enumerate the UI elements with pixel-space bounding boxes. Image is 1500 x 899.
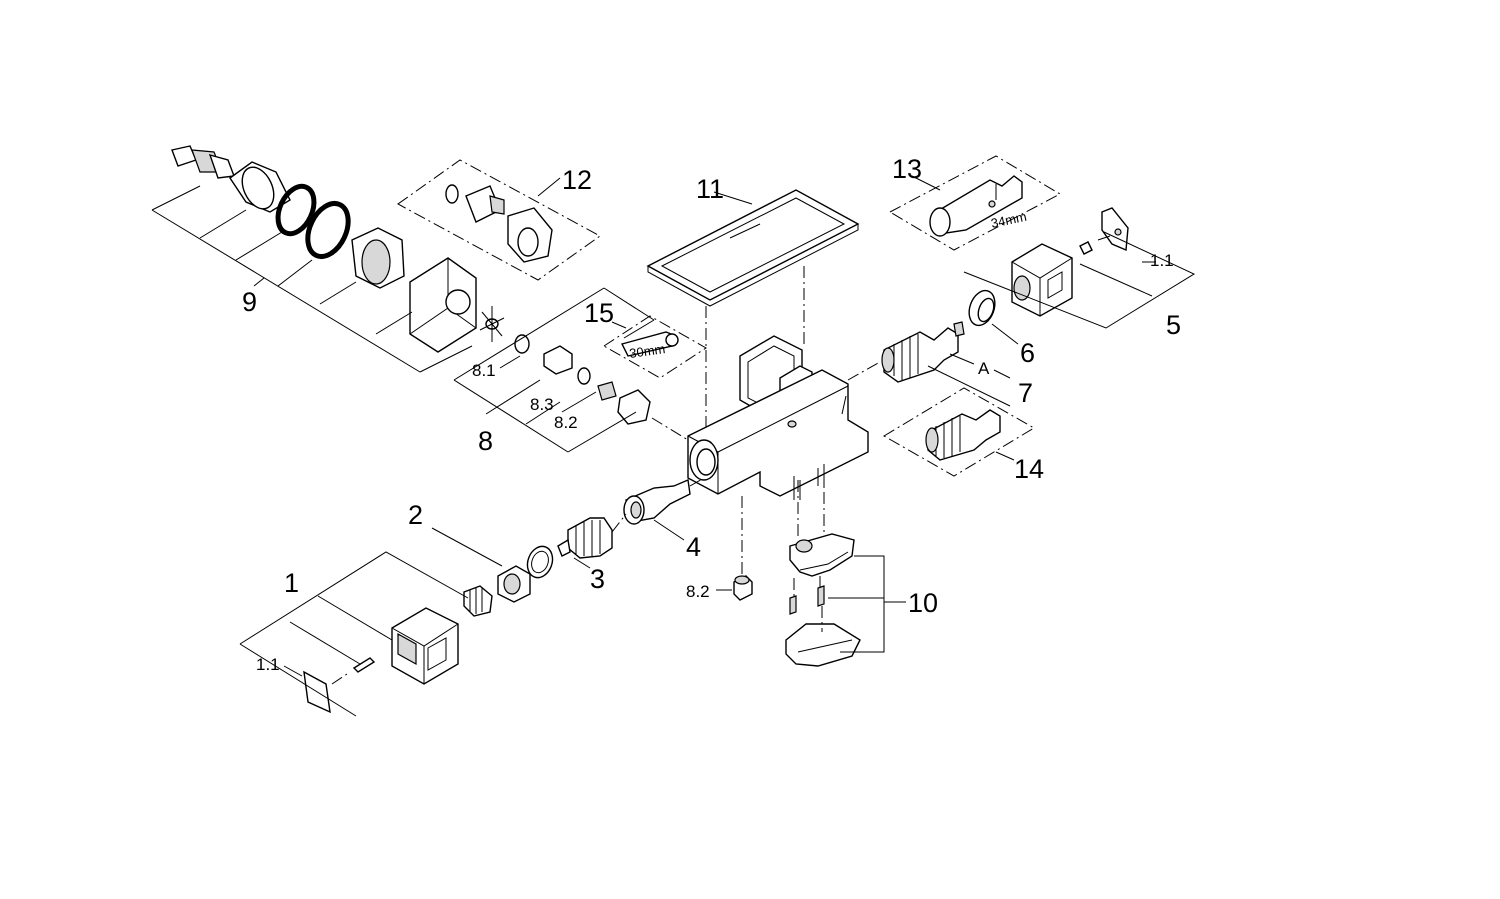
label-14: 14 bbox=[1014, 454, 1044, 484]
part-11-shelf bbox=[646, 189, 860, 428]
label-15: 15 bbox=[584, 298, 614, 328]
s-union bbox=[171, 145, 235, 179]
part-14-cartridge bbox=[883, 387, 1035, 477]
label-12: 12 bbox=[562, 165, 592, 195]
part-9-connection-set bbox=[151, 145, 477, 373]
label-11: 11 bbox=[696, 174, 724, 204]
mixer-body bbox=[687, 335, 869, 500]
label-13: 13 bbox=[892, 154, 922, 184]
label-5: 5 bbox=[1166, 310, 1181, 340]
part-5-handle-right bbox=[963, 207, 1196, 329]
part-1-handle-left bbox=[239, 551, 493, 717]
label-3: 3 bbox=[590, 564, 605, 594]
part-6-ring bbox=[968, 289, 1019, 345]
rosette bbox=[229, 161, 291, 213]
label-8-2: 8.2 bbox=[554, 413, 578, 432]
threaded-nut bbox=[351, 227, 405, 289]
wrench-dimension: 30mm bbox=[628, 341, 666, 361]
o-ring-large bbox=[275, 183, 317, 237]
label-9: 9 bbox=[242, 287, 257, 317]
part-13-sleeve bbox=[888, 155, 1062, 251]
washer-8-1 bbox=[514, 334, 530, 354]
part-7-thermo-cartridge bbox=[881, 321, 1011, 407]
label-8: 8 bbox=[478, 426, 493, 456]
part-2-adapter bbox=[431, 527, 531, 603]
label-8-2-bottom: 8.2 bbox=[686, 582, 710, 601]
retaining-spring bbox=[479, 306, 505, 342]
label-7-a: A bbox=[978, 359, 990, 378]
label-1-1-left: 1.1 bbox=[256, 655, 280, 674]
sleeve-dimension: 34mm bbox=[990, 209, 1028, 231]
o-ring-large-2 bbox=[305, 201, 351, 259]
label-1: 1 bbox=[284, 568, 299, 598]
label-7: 7 bbox=[1018, 378, 1033, 408]
part-4-check-valve bbox=[623, 477, 705, 541]
part-3-cartridge bbox=[557, 513, 627, 569]
label-10: 10 bbox=[908, 588, 938, 618]
label-4: 4 bbox=[686, 532, 701, 562]
label-8-3: 8.3 bbox=[530, 395, 554, 414]
escutcheon bbox=[409, 257, 477, 353]
part-12-adapter-set bbox=[397, 159, 601, 281]
part-8-2-cap bbox=[716, 575, 753, 601]
label-2: 2 bbox=[408, 500, 423, 530]
part-8-connector-set bbox=[453, 287, 655, 453]
part-15-wrench bbox=[603, 315, 707, 379]
label-6: 6 bbox=[1020, 338, 1035, 368]
label-1-1-right: 1.1 bbox=[1150, 251, 1174, 270]
label-8-1: 8.1 bbox=[472, 361, 496, 380]
part-10-spout bbox=[785, 470, 906, 667]
o-ring-8-3 bbox=[577, 367, 591, 385]
cartridge-o-ring bbox=[526, 545, 554, 579]
